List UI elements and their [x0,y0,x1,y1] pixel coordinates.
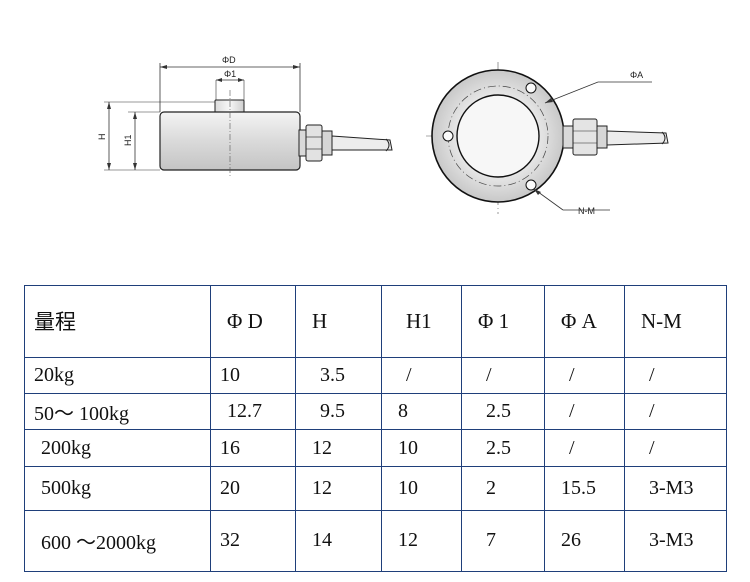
phi-d-label: ΦD [222,55,236,65]
spec-table: 量程 Φ D H H1 Φ 1 Φ A N-M 20kg 10 3.5 / / … [24,285,727,573]
table-cell: 3.5 [295,356,382,394]
table-cell: 3-M3 [624,509,727,573]
table-row: 50～ 100kg 12.7 9.5 8 2.5 / / [24,392,727,431]
table-header-row: 量程 Φ D H H1 Φ 1 Φ A N-M [24,285,727,358]
phi-a-label: ΦA [630,70,643,80]
table-cell: 7 [461,509,545,573]
table-cell: 12 [295,466,382,511]
table-cell: / [624,392,727,431]
table-cell: 2 [461,466,545,511]
table-row: 20kg 10 3.5 / / / / [24,356,727,394]
header-cell: H1 [381,285,462,358]
table-cell: 3-M3 [624,466,727,511]
table-cell: 20kg [24,356,211,394]
table-cell: 9.5 [295,392,382,431]
table-cell: / [381,356,462,394]
table-cell: 600 ～2000kg [24,509,211,573]
table-cell: 20 [210,466,296,511]
table-cell: 10 [381,429,462,468]
table-row: 600 ～2000kg 32 14 12 7 26 3-M3 [24,509,727,573]
table-cell: / [544,356,625,394]
table-cell: / [624,356,727,394]
table-cell: 12.7 [210,392,296,431]
technical-drawing: ΦD Φ1 H H1 [97,55,669,216]
table-cell: 26 [544,509,625,573]
table-row: 200kg 16 12 10 2.5 / / [24,429,727,468]
table-cell: 8 [381,392,462,431]
table-row: 500kg 20 12 10 2 15.5 3-M3 [24,466,727,511]
table-cell: / [624,429,727,468]
header-cell: N-M [624,285,727,358]
side-view: ΦD Φ1 H H1 [97,55,393,178]
table-cell: 10 [210,356,296,394]
table-cell: 500kg [24,466,211,511]
top-view: ΦA N-M [426,62,669,216]
table-cell: / [544,429,625,468]
table-cell: 14 [295,509,382,573]
table-cell: 50～ 100kg [24,392,211,431]
h1-label: H1 [123,134,133,146]
table-cell: 16 [210,429,296,468]
table-cell: 2.5 [461,392,545,431]
header-cell: Φ A [544,285,625,358]
table-cell: 12 [295,429,382,468]
h-label: H [97,134,107,141]
phi-1-label: Φ1 [224,69,236,79]
table-cell: 10 [381,466,462,511]
header-cell: Φ D [210,285,296,358]
table-cell: 200kg [24,429,211,468]
nm-label: N-M [578,206,595,216]
header-cell: 量程 [24,285,211,358]
table-cell: / [544,392,625,431]
table-cell: 2.5 [461,429,545,468]
table-cell: 12 [381,509,462,573]
header-cell: H [295,285,382,358]
table-cell: 32 [210,509,296,573]
header-cell: Φ 1 [461,285,545,358]
table-cell: 15.5 [544,466,625,511]
table-cell: / [461,356,545,394]
